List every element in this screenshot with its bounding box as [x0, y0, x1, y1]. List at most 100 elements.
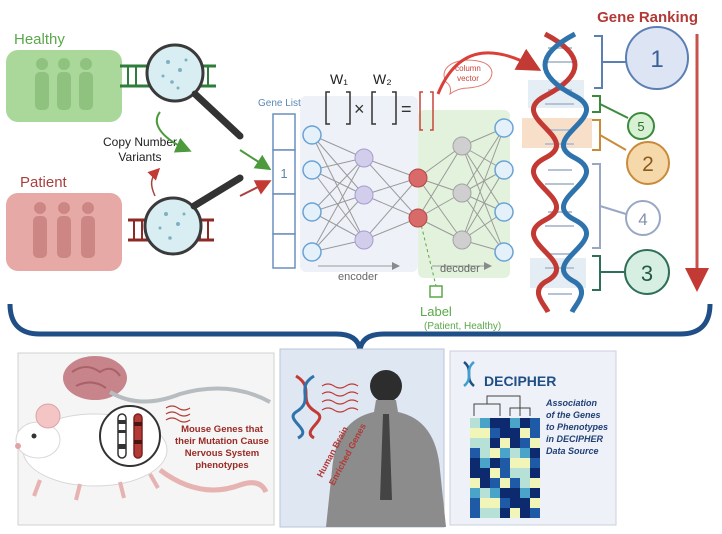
heatmap-cell [510, 438, 520, 448]
decipher-desc-line4: in DECIPHER [546, 434, 604, 444]
heatmap-cell [480, 438, 490, 448]
heatmap-cell [530, 488, 540, 498]
heatmap-cell [530, 498, 540, 508]
heatmap-cell [480, 448, 490, 458]
heatmap-cell [480, 508, 490, 518]
label-title: Label [420, 304, 452, 319]
heatmap-cell [480, 468, 490, 478]
latent-to-label-link [419, 219, 437, 287]
dna-helix-icon [522, 31, 592, 314]
multiply-sign: × [354, 99, 365, 119]
healthy-people-icon [35, 58, 93, 110]
heatmap-cell [530, 418, 540, 428]
decipher-logo-icon [463, 361, 475, 387]
heatmap-cell [500, 478, 510, 488]
heatmap-cell [470, 478, 480, 488]
signal-waves-icon [165, 405, 191, 423]
decipher-desc-line5: Data Source [546, 446, 599, 456]
rank-1-badge: 1 [625, 26, 689, 90]
w1-label: W₁ [330, 71, 348, 87]
svg-text:1: 1 [650, 46, 663, 73]
column-vector-bracket [419, 91, 434, 131]
heatmap-cell [520, 418, 530, 428]
chromosome-icon [99, 405, 161, 467]
heatmap-cell [510, 488, 520, 498]
heatmap-cell [470, 418, 480, 428]
heatmap-cell [480, 488, 490, 498]
rank-2-badge: 2 [626, 141, 670, 185]
heatmap-cell [490, 498, 500, 508]
heatmap-cell [500, 508, 510, 518]
decipher-title: DECIPHER [484, 373, 556, 389]
heatmap-cell [530, 508, 540, 518]
heatmap-cell [490, 508, 500, 518]
mouse-caption-line2: their Mutation Cause [175, 436, 269, 447]
column-vector-label-line2: vector [457, 74, 479, 83]
healthy-dna-magnifier-icon [120, 43, 244, 140]
gene-ranking-title: Gene Ranking [597, 9, 698, 26]
svg-text:2: 2 [642, 153, 654, 176]
svg-text:3: 3 [641, 261, 653, 286]
mouse-caption-line1: Mouse Genes that [181, 424, 264, 435]
encoder-label: encoder [338, 271, 378, 283]
mouse-caption-line4: phenotypes [195, 460, 248, 471]
cnv-label-line1: Copy Number [103, 135, 177, 149]
heatmap-cell [530, 448, 540, 458]
heatmap-cell [520, 478, 530, 488]
heatmap-cell [480, 498, 490, 508]
heatmap-cell [470, 488, 480, 498]
svg-text:5: 5 [637, 119, 644, 134]
heatmap-cell [530, 468, 540, 478]
heatmap-cell [500, 428, 510, 438]
heatmap-cell [470, 428, 480, 438]
heatmap-cell [520, 428, 530, 438]
cnv-label-line2: Variants [118, 150, 161, 164]
patient-dna-magnifier-icon [128, 174, 244, 256]
heatmap-cell [510, 428, 520, 438]
patient-to-genelist-arrow [239, 180, 272, 197]
svg-text:4: 4 [638, 210, 647, 229]
heatmap-cell [490, 418, 500, 428]
heatmap-cell [520, 458, 530, 468]
heatmap-cell [470, 498, 480, 508]
patient-group: Patient [6, 174, 122, 271]
heatmap-cell [490, 428, 500, 438]
heatmap-cell [530, 478, 540, 488]
w2-label: W₂ [373, 71, 392, 87]
heatmap-cell [520, 508, 530, 518]
heatmap-cell [490, 438, 500, 448]
heatmap-cell [490, 468, 500, 478]
latent-nodes [408, 168, 428, 228]
vector-to-ranking-arrow [436, 48, 542, 95]
brain-icon [63, 356, 271, 404]
gene-list-column [272, 113, 296, 269]
heatmap-cell [470, 508, 480, 518]
matrix-equation [325, 91, 397, 125]
heatmap-cell [480, 478, 490, 488]
gene-list-value: 1 [280, 166, 287, 181]
heatmap-cell [490, 458, 500, 468]
column-vector-label-line1: column [455, 64, 481, 73]
heatmap-cell [510, 498, 520, 508]
healthy-group: Healthy [6, 31, 122, 122]
mouse-panel: Mouse Genes that their Mutation Cause Ne… [15, 352, 275, 526]
heatmap-cell [500, 468, 510, 478]
equals-sign: = [401, 99, 412, 119]
heatmap-cell [490, 488, 500, 498]
decipher-desc-line2: of the Genes [546, 410, 601, 420]
encoder-panel [300, 96, 418, 272]
human-silhouette-icon [326, 370, 446, 527]
input-nodes [302, 125, 322, 262]
heatmap-cell [510, 468, 520, 478]
decipher-heatmap [470, 418, 540, 518]
heatmap-cell [520, 468, 530, 478]
heatmap-cell [480, 428, 490, 438]
heatmap-cell [510, 458, 520, 468]
heatmap-cell [470, 448, 480, 458]
label-box [429, 285, 443, 298]
heatmap-cell [490, 478, 500, 488]
heatmap-cell [510, 478, 520, 488]
heatmap-cell [530, 438, 540, 448]
heatmap-cell [520, 488, 530, 498]
heatmap-cell [520, 448, 530, 458]
